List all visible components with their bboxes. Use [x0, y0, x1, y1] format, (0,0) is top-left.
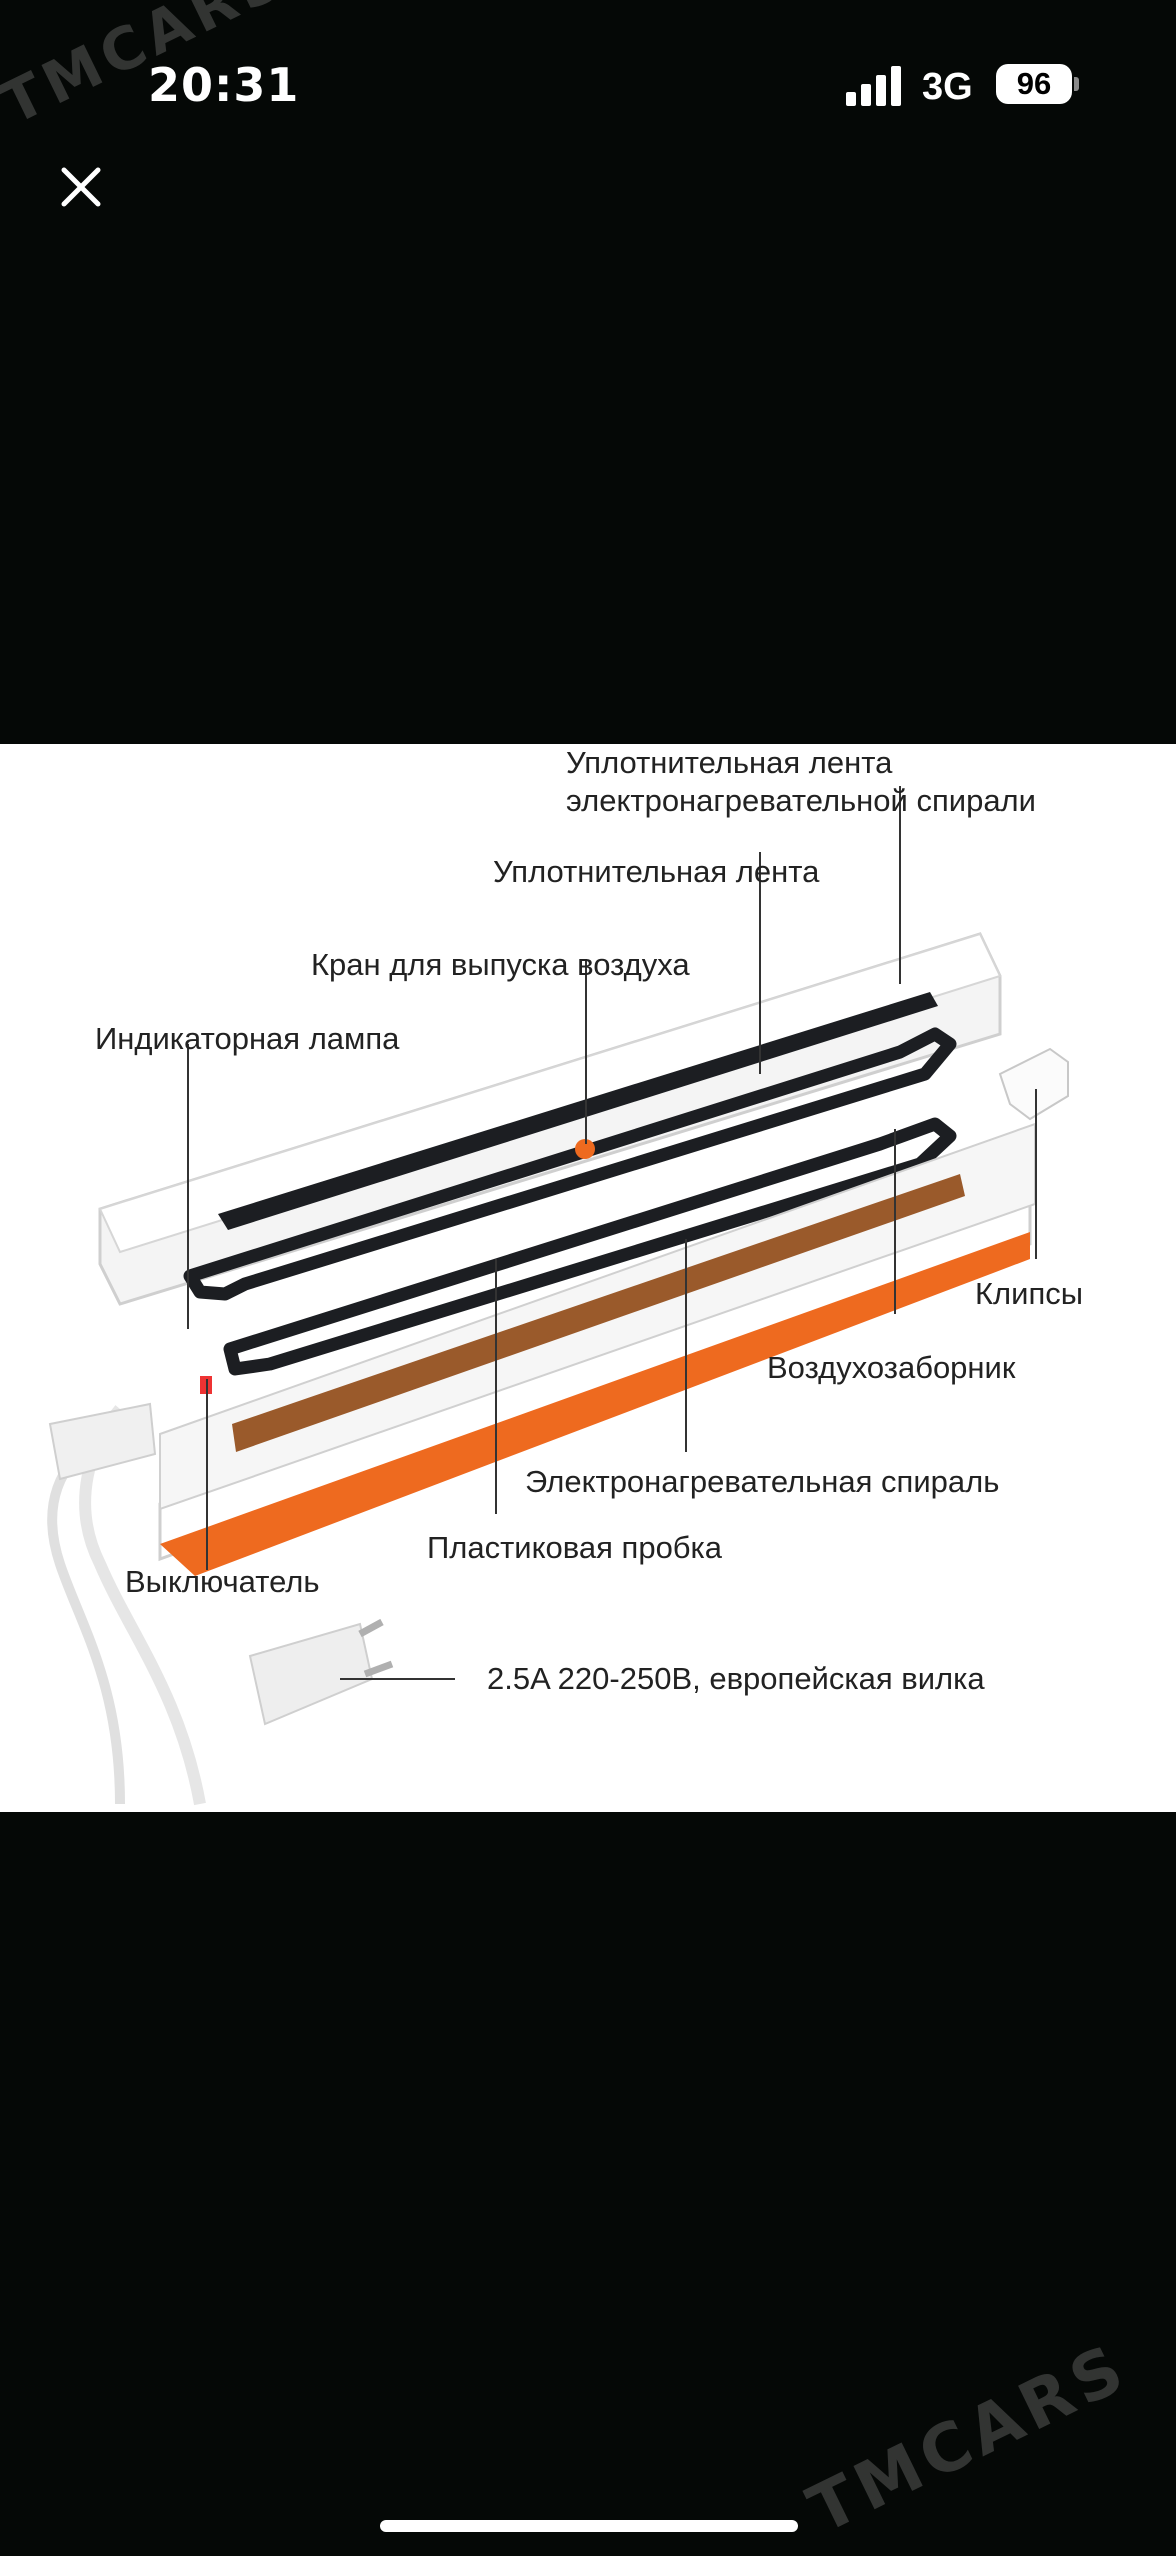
heating-strip: [232, 1174, 965, 1452]
label-switch: Выключатель: [125, 1564, 320, 1599]
sealing-tape-lower: [223, 1117, 957, 1376]
sealer-lid-top: [98, 932, 1002, 1254]
euro-plug: [248, 1622, 374, 1726]
label-air-intake: Воздухозаборник: [767, 1350, 1016, 1385]
watermark-bottom: TMCARS: [796, 2328, 1141, 2549]
label-sealing-tape: Уплотнительная лента: [493, 854, 820, 889]
status-time: 20:31: [148, 58, 300, 112]
close-icon: [61, 167, 101, 207]
product-image[interactable]: Уплотнительная лента электронагревательн…: [0, 744, 1176, 1812]
sealer-base-orange: [160, 1232, 1030, 1576]
label-indicator-lamp: Индикаторная лампа: [95, 1021, 400, 1056]
label-air-release-valve: Кран для выпуска воздуха: [311, 947, 690, 982]
battery-tip: [1074, 77, 1079, 91]
label-sealing-tape-heating-line2: электронагревательной спирали: [566, 783, 1036, 818]
vacuum-sealer-diagram: Уплотнительная лента электронагревательн…: [47, 745, 1083, 1806]
network-type: 3G: [922, 66, 973, 108]
sealing-tape-heating: [183, 1027, 957, 1301]
air-valve-knob: [575, 1139, 595, 1159]
label-plastic-plug: Пластиковая пробка: [427, 1530, 723, 1565]
sealing-tape-upper: [218, 992, 938, 1230]
label-heating-wire: Электронагревательная спираль: [525, 1464, 999, 1499]
cable-connector: [48, 1402, 157, 1481]
signal-strength-icon: [846, 64, 906, 106]
home-indicator[interactable]: [380, 2520, 798, 2532]
battery-icon: 96: [996, 64, 1072, 104]
battery-level: 96: [1016, 66, 1052, 101]
label-clips: Клипсы: [975, 1276, 1083, 1311]
status-bar: 20:31 3G 96: [0, 0, 1176, 130]
close-button[interactable]: [50, 156, 112, 218]
label-sealing-tape-heating-line1: Уплотнительная лента: [566, 745, 893, 780]
clips-part: [998, 1047, 1069, 1121]
label-plug-spec: 2.5A 220-250В, европейская вилка: [487, 1661, 985, 1696]
